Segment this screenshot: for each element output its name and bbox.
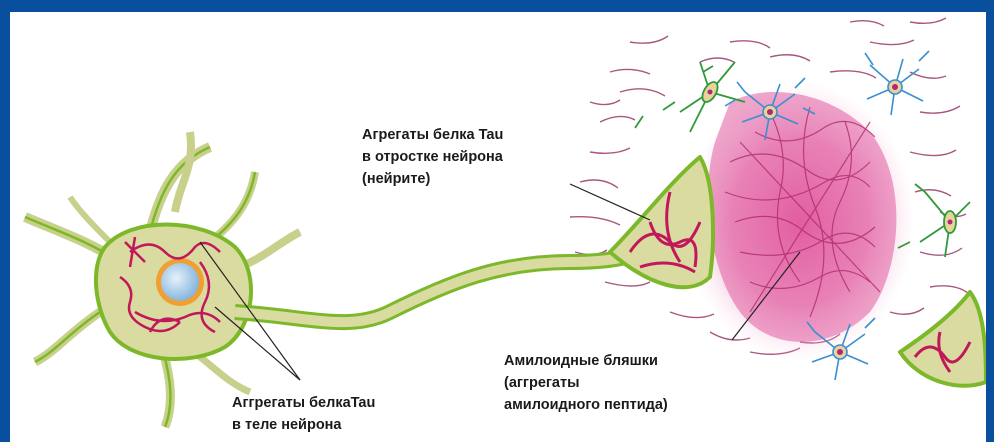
diagram-frame: Агрегаты белка Tau в отростке нейрона (н… (10, 12, 986, 442)
label-line: в отростке нейрона (362, 146, 503, 168)
label-line: амилоидного пептида) (504, 394, 668, 416)
label-line: Амилоидные бляшки (504, 350, 668, 372)
label-line: Аггрегаты белкаTau (232, 392, 375, 414)
label-line: Агрегаты белка Tau (362, 124, 503, 146)
amyloid-plaque (685, 82, 915, 362)
label-line: в теле нейрона (232, 414, 375, 436)
nucleus (156, 258, 204, 306)
label-amyloid-plaques: Амилоидные бляшки (аггрегаты амилоидного… (504, 350, 668, 416)
neuron-diagram (10, 12, 986, 442)
label-tau-body: Аггрегаты белкаTau в теле нейрона (232, 392, 375, 436)
pointer-tau-neurite (570, 184, 650, 220)
label-tau-neurite: Агрегаты белка Tau в отростке нейрона (н… (362, 124, 503, 190)
label-line: (нейрите) (362, 168, 503, 190)
label-line: (аггрегаты (504, 372, 668, 394)
